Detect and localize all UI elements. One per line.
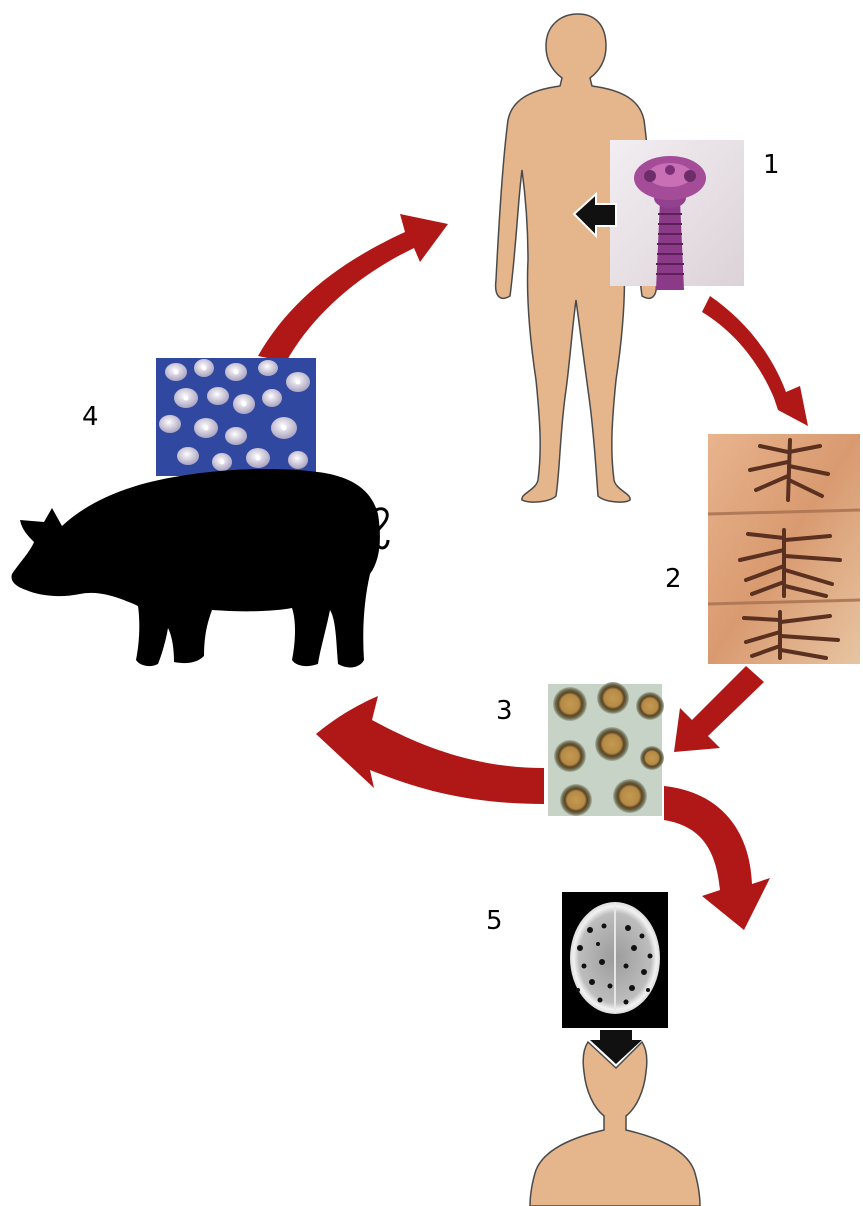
pig-silhouette xyxy=(12,469,388,667)
human-head-shoulders-figure xyxy=(530,1042,700,1206)
step-label-4: 4 xyxy=(82,404,99,430)
arrow-pig-to-human xyxy=(258,214,448,362)
arrow-human-to-proglottids xyxy=(702,296,808,426)
eggs-image xyxy=(548,682,664,816)
arrow-proglottids-to-eggs xyxy=(674,666,764,752)
cysticerci-image xyxy=(156,358,316,476)
step-label-2: 2 xyxy=(665,566,682,592)
step-label-1: 1 xyxy=(763,152,780,178)
step-label-5: 5 xyxy=(486,908,503,934)
arrow-eggs-to-brain xyxy=(664,786,770,930)
proglottids-image xyxy=(708,434,860,664)
scolex-image xyxy=(610,140,744,290)
step-label-3: 3 xyxy=(496,698,513,724)
brain-mri-image xyxy=(562,892,668,1028)
